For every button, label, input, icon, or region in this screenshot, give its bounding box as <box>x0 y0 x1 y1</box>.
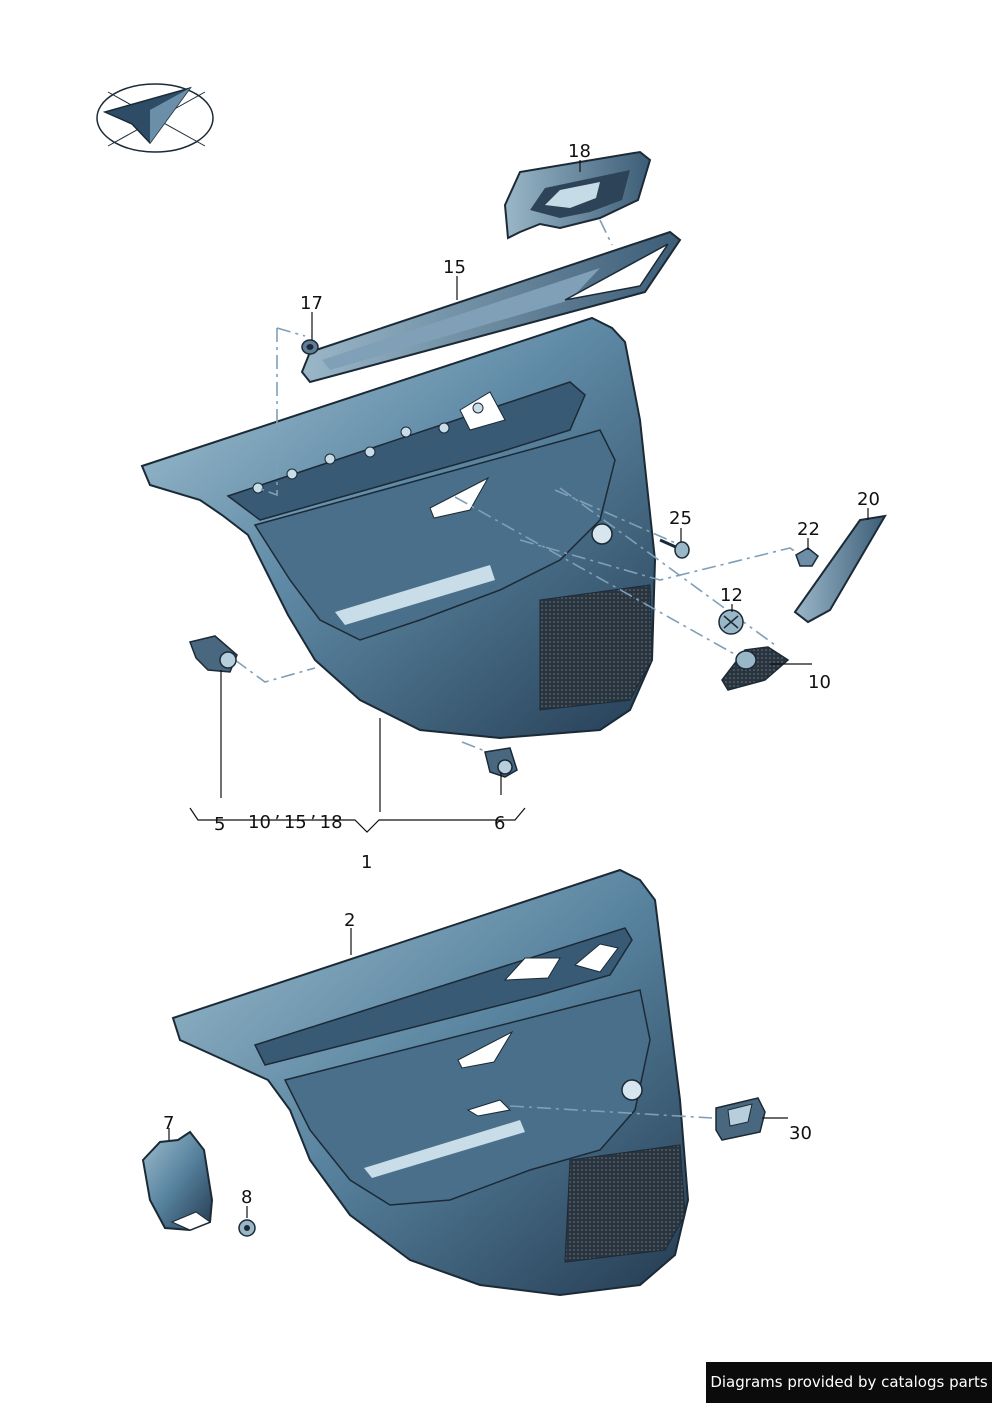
speaker-cover-10-part <box>721 646 790 691</box>
callout-1: 1 <box>361 852 372 873</box>
cover-7-part <box>141 1130 214 1232</box>
molding-20-part <box>793 514 887 624</box>
callout-7: 7 <box>163 1113 174 1134</box>
callout-8: 8 <box>241 1187 252 1208</box>
callout-2: 2 <box>344 910 355 931</box>
clip-5-part <box>188 635 238 673</box>
callout-10-15-18: 10 ’ 15 ’ 18 <box>248 812 343 833</box>
callout-10: 10 <box>808 672 831 693</box>
switch-30-part <box>715 1097 766 1141</box>
lower-callouts <box>168 928 788 1218</box>
screw-25-part <box>659 538 690 559</box>
inner-door-handle-part <box>503 150 652 240</box>
callout-5: 5 <box>214 814 225 835</box>
clip-17-part <box>301 339 319 355</box>
upper-callouts <box>189 160 869 833</box>
callout-15: 15 <box>443 257 466 278</box>
callout-6: 6 <box>494 813 505 834</box>
trim-strip-part <box>300 230 682 384</box>
callout-20: 20 <box>857 489 880 510</box>
clip-12-part <box>718 609 744 635</box>
door-panel-lower <box>171 868 690 1297</box>
callout-12: 12 <box>720 585 743 606</box>
callout-17: 17 <box>300 293 323 314</box>
callout-18: 18 <box>568 141 591 162</box>
clip-8-part <box>238 1219 256 1237</box>
clip-22-part <box>795 547 819 567</box>
orientation-logo-icon <box>96 83 214 153</box>
clip-6-part <box>484 747 518 778</box>
lower-leader-dash <box>509 1105 713 1119</box>
credit-banner: Diagrams provided by catalogs parts <box>706 1362 992 1403</box>
callout-25: 25 <box>669 508 692 529</box>
callout-30: 30 <box>789 1123 812 1144</box>
callout-22: 22 <box>797 519 820 540</box>
door-panel-upper <box>140 316 657 740</box>
